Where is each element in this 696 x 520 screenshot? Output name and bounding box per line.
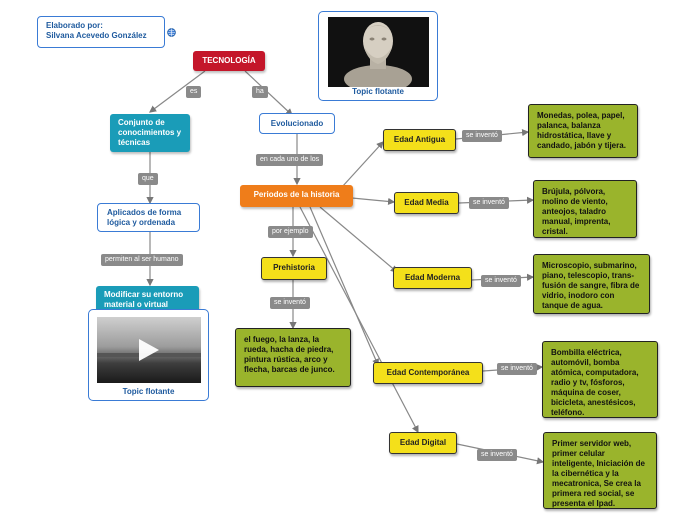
node-prehistoria-inventos[interactable]: el fuego, la lanza, la rueda, hacha de p… (235, 328, 351, 387)
node-aplicados[interactable]: Aplicados de forma lógica y ordenada (97, 203, 200, 232)
play-icon[interactable] (135, 337, 161, 363)
link-label-ha: ha (252, 86, 268, 98)
node-inventos-media[interactable]: Brújula, pólvora, molino de viento, ante… (533, 180, 637, 238)
link-label-se-invento-prehistoria: se inventó (270, 297, 310, 309)
node-evolucionado[interactable]: Evolucionado (259, 113, 335, 134)
node-edad-contemporanea[interactable]: Edad Contemporánea (373, 362, 483, 384)
aristotle-bust-image[interactable] (328, 17, 429, 87)
link-label-se-invento-contemporanea: se inventó (497, 363, 537, 375)
node-edad-digital[interactable]: Edad Digital (389, 432, 457, 454)
author-box: Elaborado por: Silvana Acevedo González (37, 16, 165, 48)
globe-icon[interactable] (167, 28, 176, 37)
node-inventos-moderna[interactable]: Microscopio, submarino, piano, telescopi… (533, 254, 650, 314)
floating-topic-video[interactable]: Topic flotante (88, 309, 209, 401)
link-label-se-invento-antigua: se inventó (462, 130, 502, 142)
image-caption: Topic flotante (352, 87, 404, 96)
link-label-por-ejemplo: por ejemplo (268, 226, 313, 238)
node-inventos-digital[interactable]: Primer servidor web, primer celular inte… (543, 432, 657, 509)
root-node-tecnologia[interactable]: TECNOLOGÍA (193, 51, 265, 71)
link-label-se-invento-moderna: se inventó (481, 275, 521, 287)
node-prehistoria[interactable]: Prehistoria (261, 257, 327, 280)
author-label: Elaborado por: (46, 21, 103, 30)
video-thumbnail[interactable] (97, 317, 201, 383)
node-inventos-contemporanea[interactable]: Bombilla eléctrica, automóvil, bomba ató… (542, 341, 658, 418)
link-label-se-invento-media: se inventó (469, 197, 509, 209)
author-name: Silvana Acevedo González (46, 31, 147, 40)
node-inventos-antigua[interactable]: Monedas, polea, papel, palanca, balanza … (528, 104, 638, 158)
node-conjunto[interactable]: Conjunto de conocimientos y técnicas (110, 114, 190, 152)
link-label-que: que (138, 173, 158, 185)
node-periodos[interactable]: Periodos de la historia (240, 185, 353, 207)
floating-topic-image[interactable]: Topic flotante (318, 11, 438, 101)
video-caption: Topic flotante (122, 387, 175, 396)
link-label-permiten: permiten al ser humano (101, 254, 183, 266)
node-edad-moderna[interactable]: Edad Moderna (393, 267, 472, 289)
node-edad-antigua[interactable]: Edad Antigua (383, 129, 456, 151)
link-label-en-cada: en cada uno de los (256, 154, 324, 166)
link-label-es: es (186, 86, 202, 98)
link-label-se-invento-digital: se inventó (477, 449, 517, 461)
node-edad-media[interactable]: Edad Media (394, 192, 459, 214)
